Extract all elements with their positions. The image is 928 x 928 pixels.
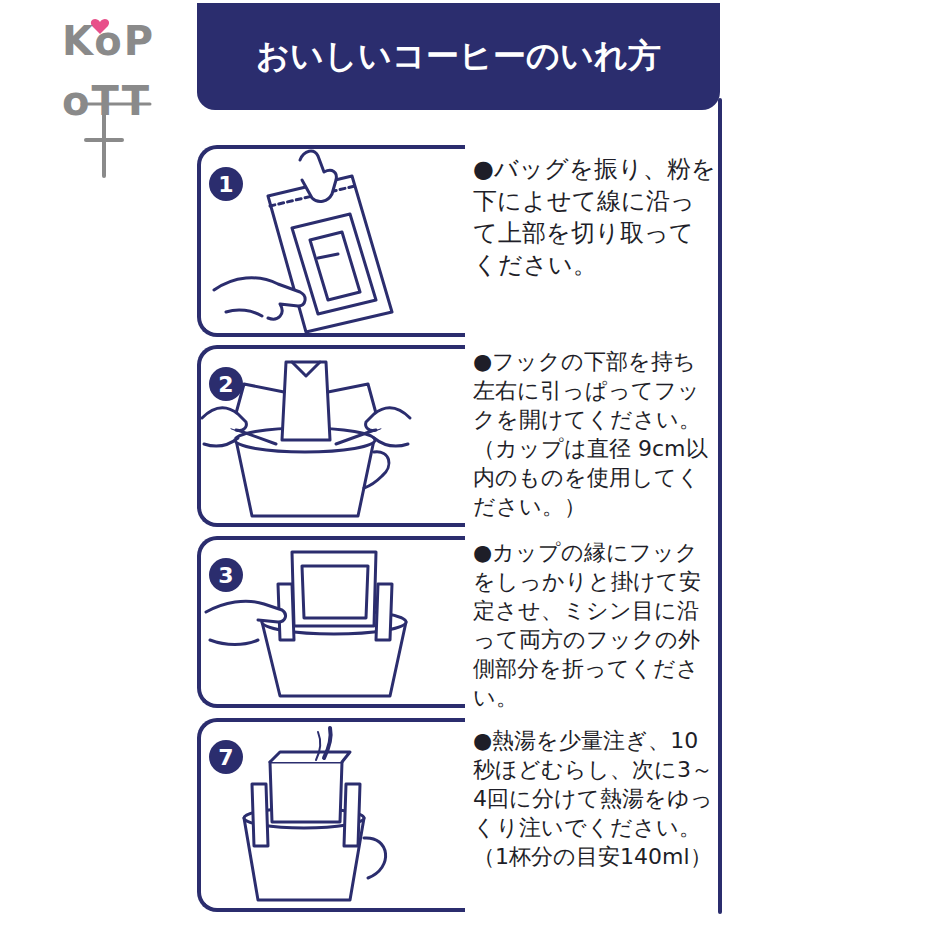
callout-number: 1 [218,172,233,197]
callout-number: 2 [218,372,233,397]
step-panel: ●バッグを振り、粉を下によせて線に沿って上部を切り取ってください。 1 [197,145,720,337]
mug-illustration [244,728,386,900]
instruction: ●熱湯を少量注ぎ、10秒ほどむらし、次に3～4回に分けて熱湯をゆっくり注いでくだ… [473,726,717,842]
step-panel: ●熱湯を少量注ぎ、10秒ほどむらし、次に3～4回に分けて熱湯をゆっくり注いでくだ… [197,718,720,912]
step-number: 7 [209,740,243,774]
step-number: 3 [209,558,243,592]
step-text: ●フックの下部を持ち左右に引っぱってフックを開けてください。（カップは直径 9c… [473,347,717,521]
step-text: ●熱湯を少量注ぎ、10秒ほどむらし、次に3～4回に分けて熱湯をゆっくり注いでくだ… [473,726,717,871]
logo-bar [86,138,122,142]
title-band: おいしいコーヒーのいれ方 [197,3,720,110]
callout-number: 7 [218,745,233,770]
watermark: oTT [62,78,151,124]
step-text: ●カップの縁にフックをしっかりと掛けて安定させ、ミシン目に沿って両方のフックの外… [473,538,717,712]
step-number: 2 [209,367,243,401]
title: おいしいコーヒーのいれ方 [256,34,661,79]
instruction: ●バッグを振り、粉を下によせて線に沿って上部を切り取ってください。 [473,153,717,281]
step-number: 1 [209,167,243,201]
note: （1杯分の目安140ml） [473,842,717,871]
callout-number: 3 [218,563,233,588]
instruction: ●カップの縁にフックをしっかりと掛けて安定させ、ミシン目に沿って両方のフックの外… [473,538,717,712]
step-panel: ●カップの縁にフックをしっかりと掛けて安定させ、ミシン目に沿って両方のフックの外… [197,536,720,708]
cup-illustration [206,552,406,696]
outer-line [718,100,722,912]
step-text: ●バッグを振り、粉を下によせて線に沿って上部を切り取ってください。 [473,153,717,281]
step-panel: ●フックの下部を持ち左右に引っぱってフックを開けてください。（カップは直径 9c… [197,345,720,527]
cup-illustration [202,362,410,516]
instruction: ●フックの下部を持ち左右に引っぱってフックを開けてください。 [473,347,717,434]
note: （カップは直径 9cm以内のものを使用してください。） [473,434,717,521]
watermark: KoP [62,18,155,64]
